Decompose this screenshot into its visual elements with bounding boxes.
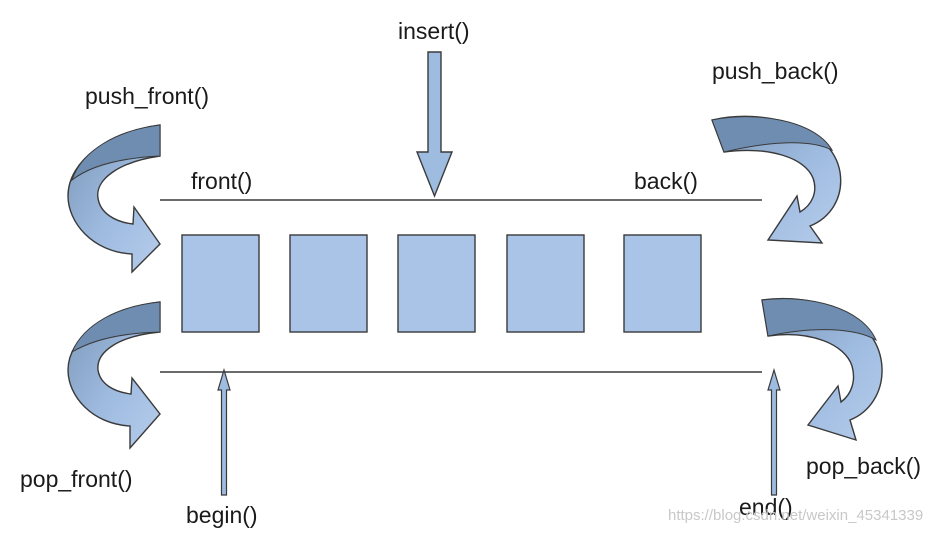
element-box-5 [623,234,702,333]
pop-back-label: pop_back() [806,453,922,479]
front-label: front() [191,168,253,194]
push-front-label: push_front() [85,83,210,109]
end-label: end() [739,494,793,520]
pop-front-label: pop_front() [20,466,133,492]
push-back-arrow-icon [711,115,842,244]
element-box-2 [289,234,368,333]
push-back-label: push_back() [712,58,839,84]
element-box-3 [397,234,476,333]
begin-arrow-icon [217,367,231,496]
begin-label: begin() [186,502,258,528]
end-arrow-icon [767,367,781,496]
push-front-arrow-icon [67,124,161,274]
element-box-1 [181,234,260,333]
watermark-text: https://blog.csdn.net/weixin_45341339 [668,507,924,524]
insert-arrow-icon [415,51,454,198]
pop-back-arrow-icon [761,297,883,442]
pop-front-arrow-icon [67,301,161,450]
element-box-4 [506,234,585,333]
back-label: back() [634,168,698,194]
insert-label: insert() [398,18,470,44]
